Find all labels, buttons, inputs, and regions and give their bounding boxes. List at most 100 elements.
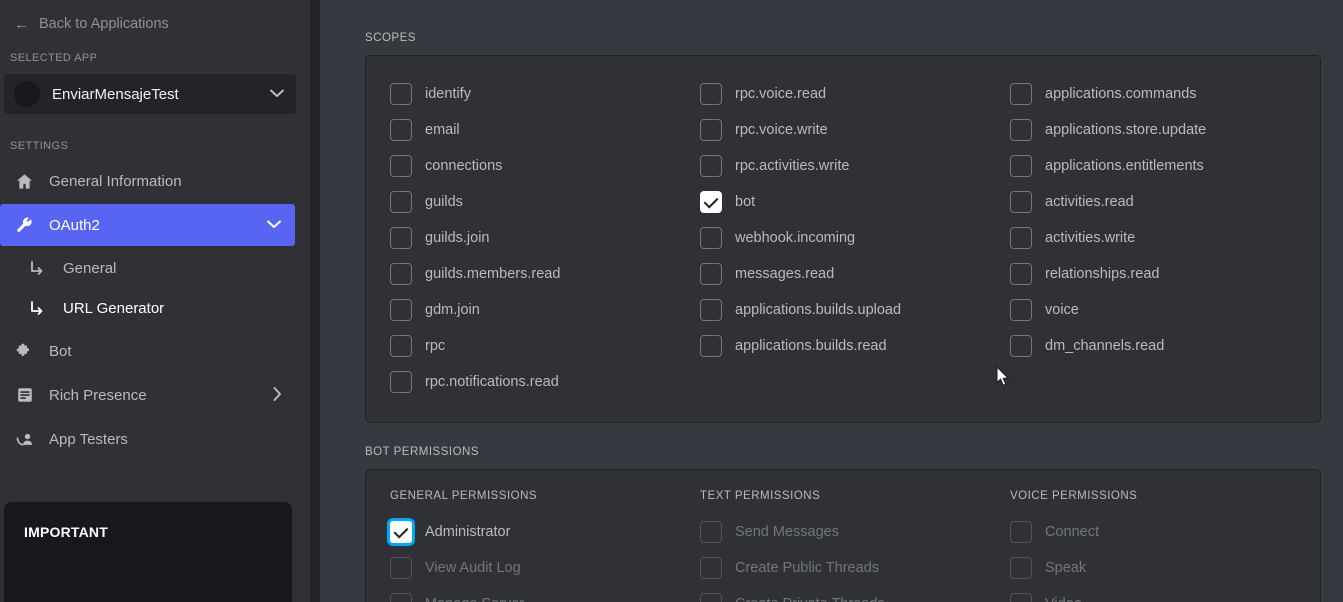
scope-row[interactable]: activities.read xyxy=(1010,184,1296,220)
scope-label: dm_channels.read xyxy=(1045,338,1165,354)
checkbox-create-private-threads[interactable] xyxy=(700,593,722,602)
permission-row[interactable]: Create Private Threads xyxy=(700,586,1010,602)
sidebar-item-general-information[interactable]: General Information xyxy=(0,160,296,202)
permission-label: Create Private Threads xyxy=(735,596,885,602)
scope-row[interactable]: guilds xyxy=(390,184,700,220)
scope-row[interactable]: rpc.voice.read xyxy=(700,76,1010,112)
sidebar-item-bot[interactable]: Bot xyxy=(0,330,296,372)
checkbox-send-messages[interactable] xyxy=(700,521,722,543)
checkbox-guilds-join[interactable] xyxy=(390,227,412,249)
app-avatar-icon xyxy=(14,81,40,107)
checkbox-rpc-voice-write[interactable] xyxy=(700,119,722,141)
scope-row[interactable]: messages.read xyxy=(700,256,1010,292)
scope-row[interactable]: email xyxy=(390,112,700,148)
checkbox-applications-builds-read[interactable] xyxy=(700,335,722,357)
checkbox-webhook-incoming[interactable] xyxy=(700,227,722,249)
checkbox-rpc[interactable] xyxy=(390,335,412,357)
checkbox-applications-entitlements[interactable] xyxy=(1010,155,1032,177)
checkbox-gdm-join[interactable] xyxy=(390,299,412,321)
sidebar-item-app-testers[interactable]: App Testers xyxy=(0,418,296,460)
checkbox-rpc-notifications-read[interactable] xyxy=(390,371,412,393)
checkbox-applications-store-update[interactable] xyxy=(1010,119,1032,141)
scope-label: messages.read xyxy=(735,266,835,282)
scope-row[interactable]: voice xyxy=(1010,292,1296,328)
scope-row[interactable]: identify xyxy=(390,76,700,112)
checkbox-bot[interactable] xyxy=(700,191,722,213)
sidebar-item-rich-presence-label: Rich Presence xyxy=(49,386,147,404)
back-to-applications-link[interactable]: ← Back to Applications xyxy=(0,0,310,32)
checkbox-connections[interactable] xyxy=(390,155,412,177)
checkbox-create-public-threads[interactable] xyxy=(700,557,722,579)
checkbox-rpc-activities-write[interactable] xyxy=(700,155,722,177)
permission-row[interactable]: Administrator xyxy=(390,514,700,550)
scope-row[interactable]: guilds.join xyxy=(390,220,700,256)
scope-row[interactable]: rpc xyxy=(390,328,700,364)
checkbox-view-audit-log[interactable] xyxy=(390,557,412,579)
checkbox-connect[interactable] xyxy=(1010,521,1032,543)
checkbox-identify[interactable] xyxy=(390,83,412,105)
permission-row[interactable]: Create Public Threads xyxy=(700,550,1010,586)
scope-row[interactable]: activities.write xyxy=(1010,220,1296,256)
scope-row[interactable]: dm_channels.read xyxy=(1010,328,1296,364)
scope-row[interactable]: guilds.members.read xyxy=(390,256,700,292)
checkbox-messages-read[interactable] xyxy=(700,263,722,285)
sidebar-item-app-testers-label: App Testers xyxy=(49,430,128,448)
permission-row[interactable]: Manage Server xyxy=(390,586,700,602)
checkbox-guilds[interactable] xyxy=(390,191,412,213)
scope-row[interactable]: bot xyxy=(700,184,1010,220)
scope-row[interactable]: applications.entitlements xyxy=(1010,148,1296,184)
selected-app-dropdown[interactable]: EnviarMensajeTest xyxy=(4,74,296,114)
scope-row[interactable]: applications.builds.read xyxy=(700,328,1010,364)
checkbox-administrator[interactable] xyxy=(390,521,412,543)
permission-row[interactable]: Send Messages xyxy=(700,514,1010,550)
scope-row[interactable]: rpc.activities.write xyxy=(700,148,1010,184)
scope-label: email xyxy=(425,122,460,138)
checkbox-activities-write[interactable] xyxy=(1010,227,1032,249)
scope-row[interactable]: applications.builds.upload xyxy=(700,292,1010,328)
checkbox-rpc-voice-read[interactable] xyxy=(700,83,722,105)
scope-row[interactable]: webhook.incoming xyxy=(700,220,1010,256)
checkbox-manage-server[interactable] xyxy=(390,593,412,602)
checkbox-activities-read[interactable] xyxy=(1010,191,1032,213)
people-icon xyxy=(14,429,35,450)
scope-row[interactable]: connections xyxy=(390,148,700,184)
checkbox-applications-builds-upload[interactable] xyxy=(700,299,722,321)
scope-row[interactable]: applications.commands xyxy=(1010,76,1296,112)
checkbox-speak[interactable] xyxy=(1010,557,1032,579)
scope-row[interactable]: applications.store.update xyxy=(1010,112,1296,148)
checkbox-guilds-members-read[interactable] xyxy=(390,263,412,285)
sidebar-item-oauth2[interactable]: OAuth2 xyxy=(0,204,295,246)
checkbox-voice[interactable] xyxy=(1010,299,1032,321)
sidebar-item-general-information-label: General Information xyxy=(49,172,182,190)
scope-row[interactable]: rpc.notifications.read xyxy=(390,364,700,400)
checkbox-video[interactable] xyxy=(1010,593,1032,602)
settings-section-label: SETTINGS xyxy=(10,140,69,152)
document-icon xyxy=(14,385,35,406)
permission-row[interactable]: View Audit Log xyxy=(390,550,700,586)
checkbox-email[interactable] xyxy=(390,119,412,141)
back-to-applications-label: Back to Applications xyxy=(39,16,169,32)
scope-row[interactable]: rpc.voice.write xyxy=(700,112,1010,148)
scopes-section-title: SCOPES xyxy=(365,32,416,44)
scope-label: voice xyxy=(1045,302,1079,318)
permission-label: Create Public Threads xyxy=(735,560,880,576)
sidebar-subitem-url-generator[interactable]: URL Generator xyxy=(0,288,310,328)
permission-row[interactable]: Connect xyxy=(1010,514,1296,550)
scope-label: identify xyxy=(425,86,471,102)
checkbox-applications-commands[interactable] xyxy=(1010,83,1032,105)
scope-label: applications.entitlements xyxy=(1045,158,1204,174)
checkbox-dm-channels-read[interactable] xyxy=(1010,335,1032,357)
sidebar-subitem-general[interactable]: General xyxy=(0,248,310,288)
sidebar-item-rich-presence[interactable]: Rich Presence xyxy=(0,374,296,416)
arrow-branch-icon xyxy=(28,300,45,317)
checkbox-relationships-read[interactable] xyxy=(1010,263,1032,285)
permission-row[interactable]: Video xyxy=(1010,586,1296,602)
puzzle-icon xyxy=(14,341,35,362)
permission-row[interactable]: Speak xyxy=(1010,550,1296,586)
scope-row[interactable]: gdm.join xyxy=(390,292,700,328)
scope-row[interactable]: relationships.read xyxy=(1010,256,1296,292)
